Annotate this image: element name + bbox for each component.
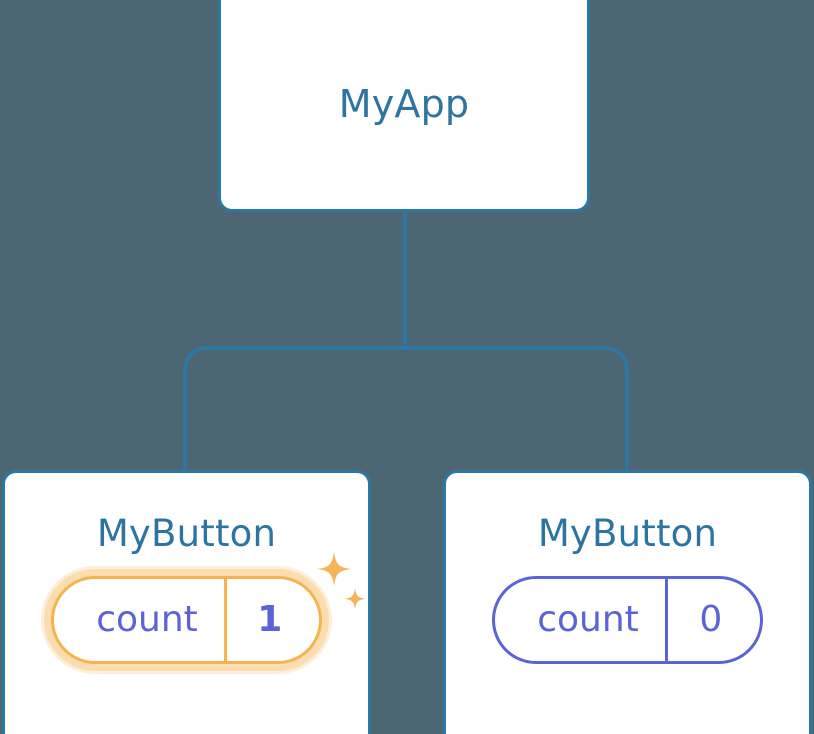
state-key-right: count — [537, 599, 639, 640]
node-mybutton-right[interactable]: MyButton count 0 — [443, 470, 812, 734]
state-capsule-left-wrapper: count 1 — [51, 552, 366, 664]
connector-children-bus — [183, 346, 629, 470]
state-capsule-right-wrapper: count 0 — [492, 576, 763, 664]
state-capsule-right[interactable]: count 0 — [492, 576, 763, 664]
node-mybutton-left[interactable]: MyButton count 1 — [2, 470, 371, 734]
state-divider-left — [223, 579, 227, 661]
state-value-left: 1 — [257, 599, 283, 640]
node-myapp[interactable]: MyApp — [218, 0, 590, 212]
state-key-left: count — [96, 599, 198, 640]
node-mybutton-left-title: MyButton — [96, 512, 277, 555]
state-value-right: 0 — [699, 599, 723, 640]
state-divider-right — [664, 579, 668, 661]
state-capsule-left[interactable]: count 1 — [51, 576, 322, 664]
node-myapp-title: MyApp — [338, 82, 470, 126]
node-mybutton-right-title: MyButton — [537, 512, 718, 555]
